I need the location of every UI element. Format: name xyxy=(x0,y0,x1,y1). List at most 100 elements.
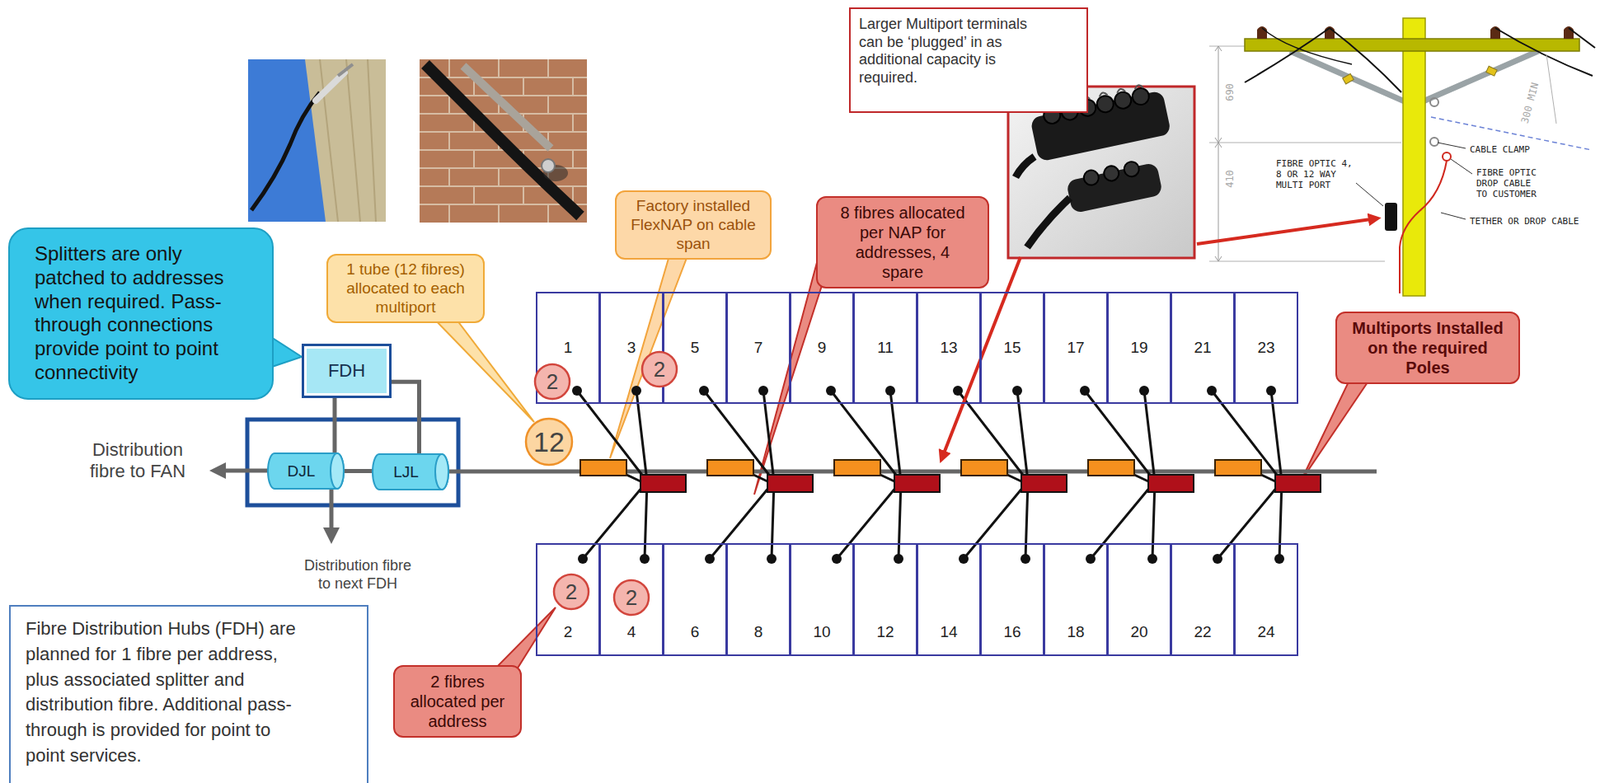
callout-number: 2 xyxy=(552,572,591,611)
multiport-blocks xyxy=(640,474,1321,493)
node-text: DJL xyxy=(287,462,316,481)
dimension-label: 690 xyxy=(1224,83,1236,102)
hub-box: FDH xyxy=(301,343,392,399)
circle-body xyxy=(642,351,677,387)
node-text: 4 xyxy=(627,623,637,642)
node-text: 18 xyxy=(1066,623,1084,642)
node-text: Factory installed FlexNAP on cable span xyxy=(624,197,762,254)
cable-link xyxy=(391,381,420,455)
cylinder-body xyxy=(372,454,449,490)
circle-body xyxy=(614,580,649,615)
joint-cylinder: DJL xyxy=(267,452,345,490)
callout-bubble: Splitters are only patched to addresses … xyxy=(8,227,274,400)
node-text: 21 xyxy=(1193,338,1211,357)
node-text: 24 xyxy=(1257,623,1275,642)
address-box: 7 xyxy=(726,291,791,404)
callout-number: 12 xyxy=(524,417,574,467)
callout-bubble: 1 tube (12 fibres) allocated to each mul… xyxy=(326,253,485,324)
dimension-label: 300 MIN xyxy=(1519,81,1542,125)
address-box: 21 xyxy=(1170,291,1235,404)
address-box: 15 xyxy=(980,291,1045,404)
node-text: Splitters are only patched to addresses … xyxy=(34,242,248,385)
node-text: 9 xyxy=(817,338,827,357)
callout-bubble: 2 fibres allocated per address xyxy=(393,665,522,738)
address-box: 8 xyxy=(726,543,791,657)
node-text: FDH xyxy=(328,360,366,382)
cylinder-end xyxy=(435,454,449,490)
address-box: 12 xyxy=(853,543,918,657)
address-box: 16 xyxy=(980,543,1045,657)
pointer-arrows xyxy=(943,219,1371,454)
node-text: 7 xyxy=(754,338,764,357)
note-box: Fibre Distribution Hubs (FDH) are planne… xyxy=(9,605,369,783)
callout-bubble: 8 fibres allocated per NAP for addresses… xyxy=(816,196,990,289)
node-text: Multiports Installed on the required Pol… xyxy=(1347,318,1508,378)
node-text: Fibre Distribution Hubs (FDH) are planne… xyxy=(25,616,306,770)
callout-number: 2 xyxy=(612,578,651,617)
node-text: 10 xyxy=(812,623,831,642)
node-text: 2 xyxy=(546,369,559,395)
address-box: 20 xyxy=(1107,543,1172,657)
part-label: FIBRE OPTIC DROP CABLE TO CUSTOMER xyxy=(1476,167,1541,201)
joint-cylinder: LJL xyxy=(372,453,450,491)
drop-ends xyxy=(572,385,1285,564)
circle-body xyxy=(534,364,570,399)
node-text: 2 xyxy=(653,356,666,383)
node-text: 5 xyxy=(690,338,700,357)
node-text: Larger Multiport terminals can be ‘plugg… xyxy=(858,15,1042,87)
pole-photo xyxy=(248,59,386,222)
address-box: 3 xyxy=(599,291,664,404)
cable-link xyxy=(342,469,375,474)
note-box: Larger Multiport terminals can be ‘plugg… xyxy=(849,7,1089,113)
address-box: 6 xyxy=(662,543,728,657)
address-box: 23 xyxy=(1234,291,1299,404)
address-box: 10 xyxy=(789,543,854,657)
callout-number: 2 xyxy=(533,362,572,401)
node-text: 2 xyxy=(563,623,573,642)
dimension-label: 410 xyxy=(1224,169,1236,188)
node-text: 2 xyxy=(565,579,578,606)
node-text: 2 fibres allocated per address xyxy=(401,671,514,732)
circle-body xyxy=(553,574,589,610)
flexnap-blocks xyxy=(580,459,1262,476)
part-label: CABLE CLAMP xyxy=(1469,144,1530,155)
node-text: 14 xyxy=(939,623,958,642)
node-text: 15 xyxy=(1003,338,1021,357)
node-text: 1 tube (12 fibres) allocated to each mul… xyxy=(337,260,474,317)
address-box: 13 xyxy=(916,291,981,404)
node-text: 8 xyxy=(754,623,764,642)
node-text: LJL xyxy=(393,463,419,482)
callout-bubble: Multiports Installed on the required Pol… xyxy=(1335,311,1521,385)
cylinder-end xyxy=(330,453,344,489)
node-text: 11 xyxy=(877,338,894,357)
node-text: 12 xyxy=(876,623,894,642)
wall-photo xyxy=(419,59,587,223)
address-box: 19 xyxy=(1107,291,1172,404)
address-box: 9 xyxy=(789,291,854,404)
address-box: 5 xyxy=(662,291,728,404)
node-text: 17 xyxy=(1066,338,1084,357)
cable-link xyxy=(333,398,338,454)
node-text: 20 xyxy=(1130,623,1148,642)
arrow-label: Distribution fibre to FAN xyxy=(75,439,200,484)
node-text: 2 xyxy=(625,585,638,611)
node-text: 8 fibres allocated per NAP for addresses… xyxy=(832,202,973,282)
callout-bubble: Factory installed FlexNAP on cable span xyxy=(614,190,772,260)
address-box: 17 xyxy=(1043,291,1108,404)
pole-drawing xyxy=(1209,18,1596,296)
callout-tails xyxy=(259,247,1373,690)
node-text: 1 xyxy=(563,338,573,357)
address-box: 22 xyxy=(1170,543,1235,657)
address-box: 24 xyxy=(1234,543,1299,657)
node-text: 19 xyxy=(1130,338,1148,357)
cable-run xyxy=(222,419,1377,531)
node-text: 13 xyxy=(939,338,958,357)
node-text: 22 xyxy=(1193,623,1211,642)
node-text: 6 xyxy=(690,623,700,642)
cylinder-body xyxy=(267,453,344,489)
arrow-label: Distribution fibre to next FDH xyxy=(300,557,416,593)
address-box: 14 xyxy=(916,543,981,657)
address-box: 11 xyxy=(853,291,918,404)
drop-cables xyxy=(577,390,1282,559)
